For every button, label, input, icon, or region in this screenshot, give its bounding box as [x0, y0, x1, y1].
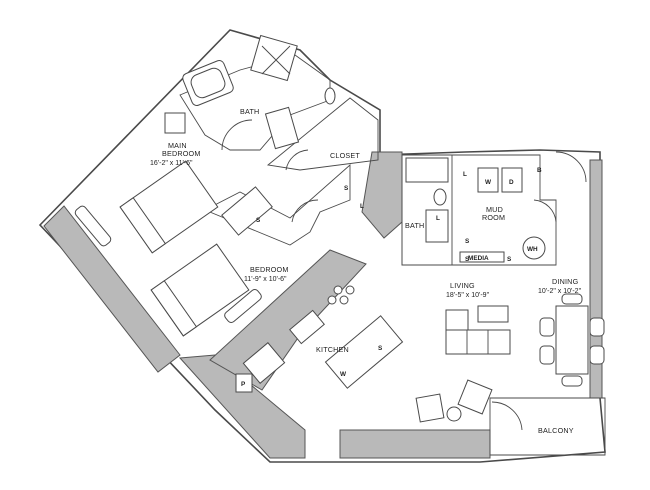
- tag-l-mud: L: [463, 171, 467, 178]
- dining-chairs-icon: [539, 293, 605, 387]
- dining-dims: 10'-2" x 10'-2": [538, 288, 582, 295]
- dining-label: DINING: [552, 277, 579, 286]
- vanity-upper-icon: [264, 106, 300, 150]
- tag-d: D: [509, 179, 514, 186]
- kitchen-label: KITCHEN: [316, 345, 349, 354]
- side-table-icon: [446, 406, 462, 422]
- cooktop-icon: [327, 285, 355, 305]
- balcony-divider: [489, 397, 606, 456]
- toilet-upper-icon: [324, 87, 336, 105]
- nightstand-main-icon: [74, 205, 112, 247]
- tag-w-kitchen: W: [340, 371, 347, 378]
- shower-drain-icon: [261, 45, 291, 75]
- tag-w: W: [485, 179, 492, 186]
- mud-room-label-line2: ROOM: [482, 213, 505, 222]
- chair-main-icon: [164, 112, 186, 134]
- tag-s-bedroom: S: [256, 217, 261, 224]
- sink-icon: [289, 309, 325, 345]
- tag-l-closet: L: [360, 203, 364, 210]
- dining-table-icon: [555, 305, 589, 375]
- toilet-center-icon: [433, 188, 447, 206]
- bath-upper-label: BATH: [240, 107, 259, 116]
- south-east-wall-band: [339, 429, 491, 459]
- tag-b: B: [537, 167, 542, 174]
- tag-s-kitchen: S: [378, 345, 383, 352]
- bed-second-icon: [150, 243, 250, 337]
- fridge-icon: [242, 342, 286, 384]
- balcony-door-swing: [491, 401, 523, 431]
- main-bedroom-label-line2: BEDROOM: [162, 149, 201, 158]
- armchair-living-icon: [445, 309, 469, 331]
- main-bedroom-label-line1: MAIN: [168, 141, 187, 150]
- dryer-icon: [501, 167, 523, 193]
- tag-l-bath: L: [436, 215, 440, 222]
- exterior-wall: [38, 29, 606, 463]
- coffee-table-icon: [477, 305, 509, 323]
- mud-room-label-line1: MUD: [486, 205, 503, 214]
- bedroom-label: BEDROOM: [250, 265, 289, 274]
- lounge-chair-left-icon: [415, 393, 445, 423]
- balcony-label: BALCONY: [538, 426, 574, 435]
- bathtub-basin-icon: [190, 67, 226, 99]
- vanity-center-icon: [425, 209, 449, 243]
- west-wall-band: [43, 205, 181, 373]
- tag-s-bath: S: [465, 238, 470, 245]
- tag-s-media: S: [465, 256, 470, 263]
- sofa-icon: [445, 329, 511, 355]
- tag-wh: WH: [527, 246, 538, 253]
- bath-center-wall: [401, 154, 453, 266]
- pantry-icon: [235, 373, 253, 393]
- washer-icon: [477, 167, 499, 193]
- sofa-cushions: [466, 330, 489, 354]
- bed-main-icon: [119, 160, 219, 254]
- media-panel-icon: [459, 251, 505, 263]
- center-column: [361, 151, 403, 239]
- bath-door-swing: [221, 119, 253, 151]
- lounge-chair-right-icon: [457, 379, 493, 415]
- tag-s-closet: S: [344, 185, 349, 192]
- kitchen-island-icon: [324, 315, 404, 389]
- closet-door-swing: [285, 149, 309, 171]
- mud-room-door-swing: [533, 199, 557, 223]
- tub-center-icon: [405, 157, 449, 183]
- living-dims: 18'-5" x 10'-9": [446, 292, 490, 299]
- entry-door-swing: [555, 151, 587, 183]
- tag-p: P: [241, 381, 246, 388]
- tag-media: MEDIA: [468, 255, 489, 262]
- water-heater-icon: [522, 236, 546, 260]
- south-wall-band: [178, 354, 306, 459]
- closet-wall: [266, 97, 379, 171]
- main-bedroom-dims: 16'-2" x 11'-6": [150, 160, 193, 167]
- closet-label: CLOSET: [330, 151, 360, 160]
- bath-center-label: BATH: [405, 221, 424, 230]
- tag-s-bath-bottom: S: [507, 256, 512, 263]
- living-label: LIVING: [450, 281, 475, 290]
- bedroom-dresser-icon: [224, 289, 262, 323]
- bedroom-dims: 11'-9" x 10'-6": [244, 276, 287, 283]
- bedroom-door-swing: [291, 199, 319, 223]
- bedroom-closet-icon: [221, 186, 273, 236]
